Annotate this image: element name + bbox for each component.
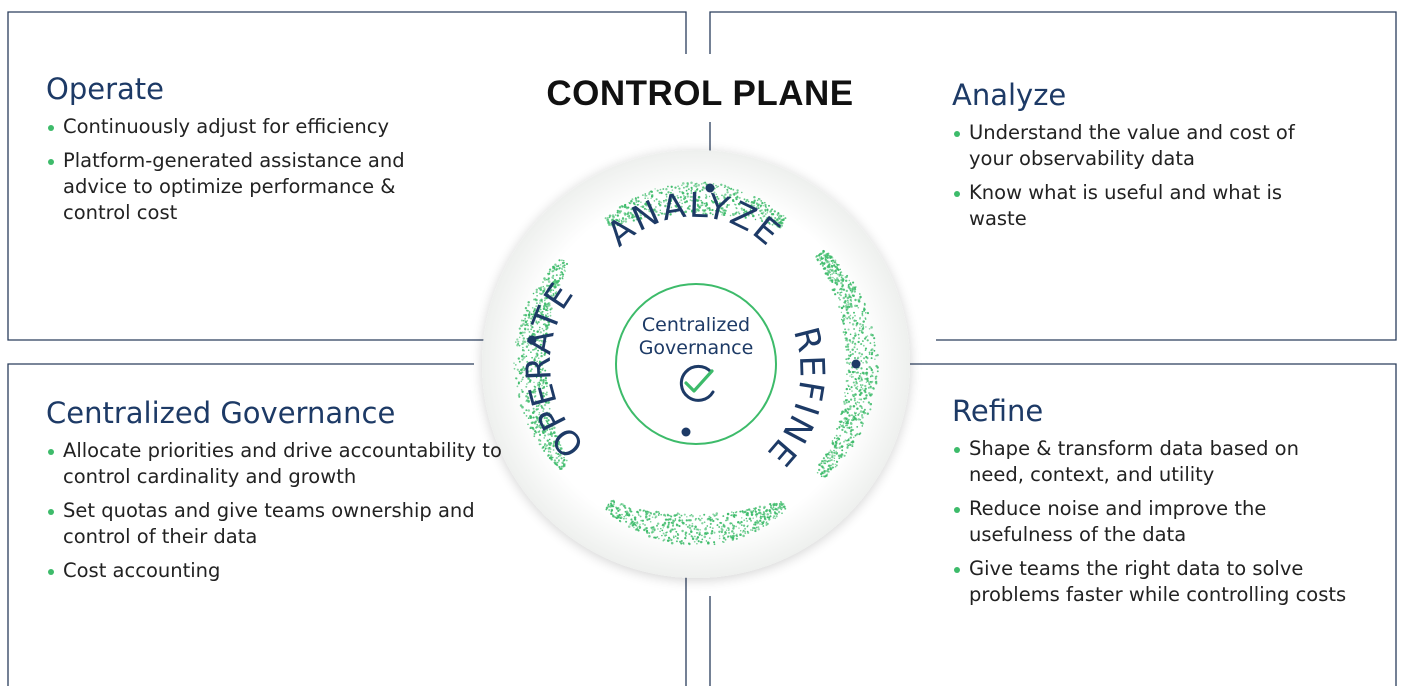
operate-bullets: Continuously adjust for efficiency Platf… bbox=[46, 114, 506, 226]
analyze-frame bbox=[709, 11, 1397, 341]
operate-title: Operate bbox=[46, 72, 164, 106]
governance-bullets: Allocate priorities and drive accountabi… bbox=[46, 438, 526, 584]
analyze-bullets: Understand the value and cost of your ob… bbox=[952, 120, 1352, 232]
governance-panel: Centralized Governance Allocate prioriti… bbox=[46, 396, 526, 592]
refine-bullets: Shape & transform data based on need, co… bbox=[952, 436, 1372, 608]
refine-bullet: Shape & transform data based on need, co… bbox=[952, 436, 1339, 488]
analyze-bullet: Understand the value and cost of your ob… bbox=[952, 120, 1339, 172]
analyze-bullet: Know what is useful and what is waste bbox=[952, 180, 1339, 232]
operate-frame bbox=[7, 11, 687, 341]
governance-frame-outer bbox=[7, 363, 474, 686]
refine-bullet: Give teams the right data to solve probl… bbox=[952, 556, 1359, 608]
control-plane-title: CONTROL PLANE bbox=[546, 74, 854, 113]
connector-dot-bottom bbox=[681, 427, 691, 437]
check-circle-icon bbox=[679, 364, 715, 402]
governance-bullet: Allocate priorities and drive accountabi… bbox=[46, 438, 523, 490]
governance-bullet: Cost accounting bbox=[46, 558, 526, 584]
analyze-title: Analyze bbox=[952, 78, 1067, 112]
analyze-panel: Analyze Understand the value and cost of… bbox=[952, 78, 1352, 240]
refine-title: Refine bbox=[952, 394, 1044, 428]
center-circle bbox=[615, 283, 777, 445]
operate-panel: Operate Continuously adjust for efficien… bbox=[46, 72, 506, 234]
connector-dot-top bbox=[705, 183, 715, 193]
operate-bullet: Platform-generated assistance and advice… bbox=[46, 148, 443, 226]
connector-dots bbox=[527, 183, 861, 437]
dotted-green-ring bbox=[513, 181, 879, 546]
center-label-line1: Centralized bbox=[642, 314, 750, 336]
governance-bullet: Set quotas and give teams ownership and … bbox=[46, 498, 523, 550]
governance-title: Centralized Governance bbox=[46, 396, 396, 430]
connector-dot-right bbox=[851, 359, 861, 369]
connector-dot-left bbox=[527, 335, 537, 345]
refine-panel: Refine Shape & transform data based on n… bbox=[952, 394, 1372, 616]
refine-frame bbox=[856, 363, 1397, 686]
refine-bullet: Reduce noise and improve the usefulness … bbox=[952, 496, 1339, 548]
center-label-line2: Governance bbox=[639, 337, 754, 359]
operate-bullet: Continuously adjust for efficiency bbox=[46, 114, 506, 140]
